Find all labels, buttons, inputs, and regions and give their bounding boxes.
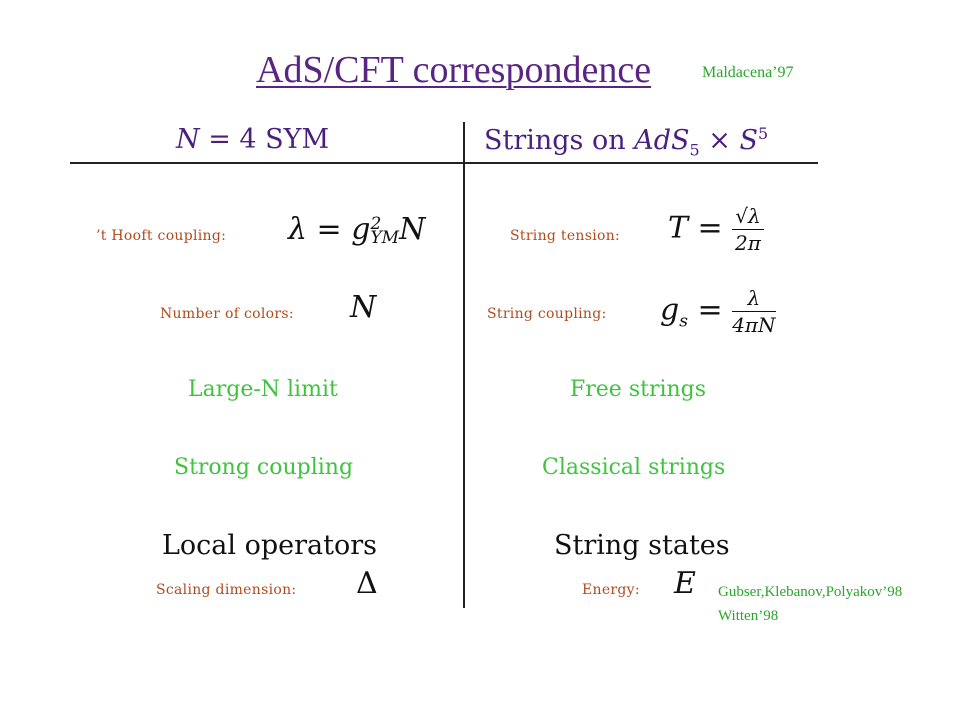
- ads-symbol: AdS: [634, 125, 690, 156]
- header-divider: [70, 162, 818, 164]
- energy-label: Energy:: [582, 582, 640, 598]
- tension-numerator: √λ: [732, 204, 764, 230]
- header-left: N = 4 SYM: [176, 124, 329, 155]
- s-symbol: S: [739, 125, 759, 156]
- reference-gubser: Gubser,Klebanov,Polyakov’98: [718, 584, 903, 600]
- hooft-n: N: [399, 212, 426, 247]
- hooft-coupling-label: ’t Hooft coupling:: [96, 228, 227, 244]
- header-left-text: = 4 SYM: [199, 124, 330, 155]
- ads-subscript: 5: [689, 140, 700, 160]
- coupling-denominator: 4πN: [732, 313, 776, 337]
- column-divider: [463, 122, 465, 608]
- classical-strings: Classical strings: [542, 455, 726, 480]
- reference-maldacena: Maldacena’97: [702, 64, 794, 81]
- free-strings: Free strings: [570, 377, 707, 402]
- calligraphic-n: N: [176, 124, 200, 155]
- local-operators: Local operators: [162, 530, 378, 561]
- string-tension-label: String tension:: [510, 228, 621, 244]
- tension-eq-main: T =: [668, 210, 723, 246]
- string-coupling-label: String coupling:: [487, 306, 607, 322]
- coupling-sub: s: [679, 311, 688, 332]
- hooft-sup: 2: [370, 214, 382, 234]
- hooft-eq-main: λ = g: [288, 212, 371, 247]
- large-n-limit: Large-N limit: [188, 377, 338, 402]
- scaling-dimension-symbol: Δ: [356, 566, 378, 601]
- s-superscript: 5: [758, 124, 769, 143]
- coupling-g: g: [660, 292, 680, 328]
- reference-witten: Witten’98: [718, 608, 779, 624]
- coupling-equals: =: [687, 292, 723, 328]
- number-of-colors-label: Number of colors:: [160, 306, 294, 322]
- page-title: AdS/CFT correspondence: [256, 49, 652, 91]
- strong-coupling: Strong coupling: [174, 455, 354, 480]
- header-right-prefix: Strings on: [484, 125, 635, 156]
- coupling-numerator: λ: [732, 286, 776, 312]
- scaling-dimension-label: Scaling dimension:: [156, 582, 297, 598]
- string-states: String states: [554, 530, 730, 561]
- hooft-sub: YM: [370, 228, 400, 248]
- energy-symbol: E: [674, 566, 696, 601]
- tension-denominator: 2π: [735, 231, 761, 255]
- header-right: Strings on AdS5 × S5: [484, 124, 768, 159]
- number-of-colors-equation: N: [350, 290, 377, 325]
- times-symbol: ×: [699, 125, 740, 156]
